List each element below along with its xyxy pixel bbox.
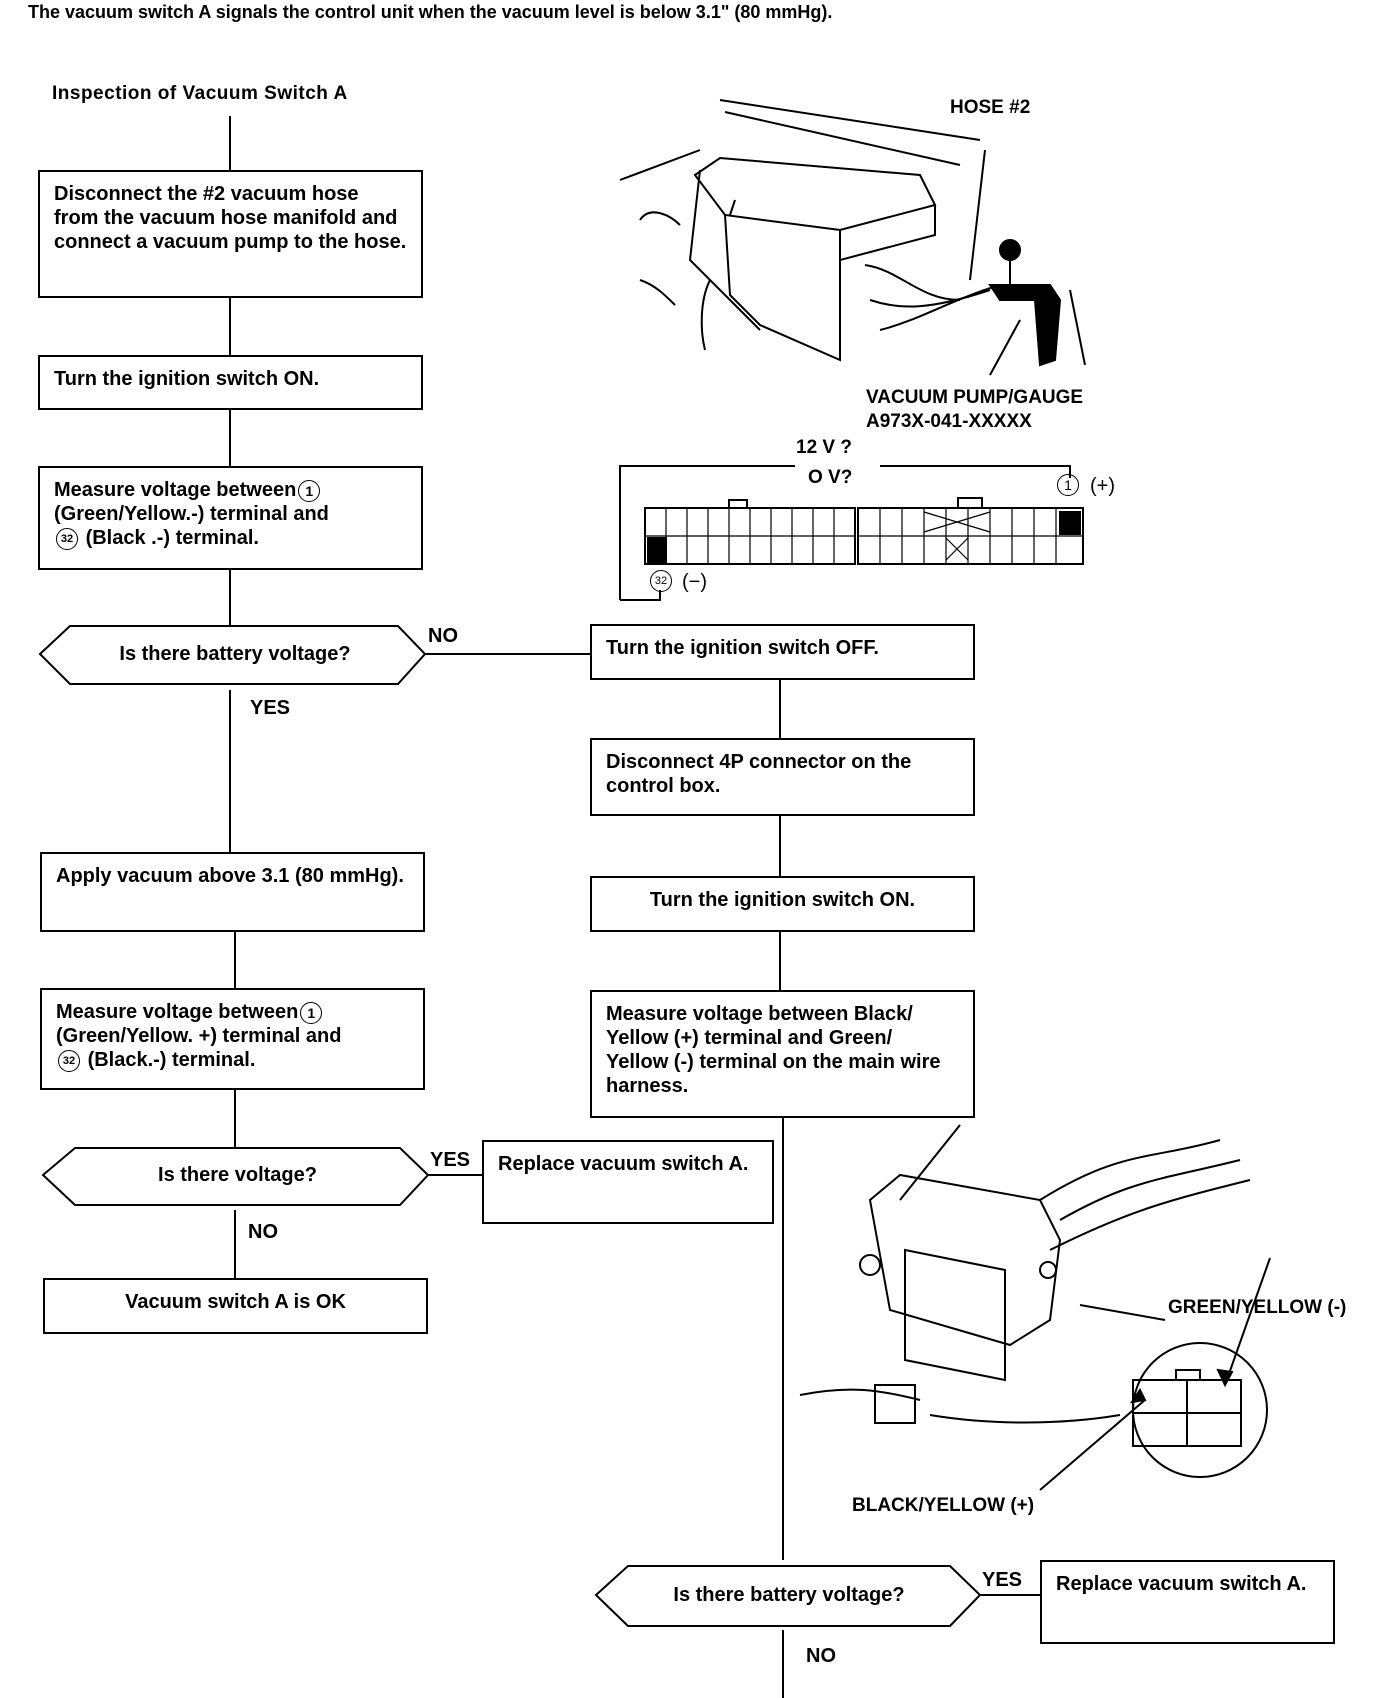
label-hose-2: HOSE #2	[950, 97, 1031, 118]
branch-no-3: NO	[806, 1645, 836, 1667]
branch-yes-2: YES	[430, 1149, 471, 1171]
terminal-1-icon-2: 1	[300, 1001, 323, 1024]
header-text: The vacuum switch A signals the control …	[28, 2, 833, 22]
step-measure2-text-a: Measure voltage between	[56, 1001, 299, 1023]
branch-yes-3: YES	[982, 1569, 1023, 1591]
step-measure-text-c: (Black .-) terminal.	[85, 527, 259, 549]
step-measure-text-a: Measure voltage between	[54, 479, 297, 501]
connector-diagram	[619, 465, 1084, 601]
result-switch-ok: Vacuum switch A is OK	[43, 1278, 428, 1334]
decision-shape-1	[38, 625, 427, 685]
label-0v: O V?	[808, 467, 853, 488]
branch-yes-1: YES	[250, 697, 291, 719]
flowchart-title: Inspection of Vacuum Switch A	[52, 83, 348, 104]
main-harness-illustration	[799, 1124, 1271, 1491]
terminal-32-icon: 32	[56, 527, 78, 550]
step-disconnect-4p: Disconnect 4P connector on the control b…	[590, 738, 975, 816]
branch-no-1: NO	[428, 625, 458, 647]
step-ignition-on-2: Turn the ignition switch ON.	[590, 876, 975, 932]
label-minus: (−)	[682, 571, 707, 593]
decision-battery-voltage-1: Is there battery voltage?	[119, 643, 351, 665]
terminal-1-marker-icon: 1	[1057, 474, 1079, 496]
step-measure2-text-b: (Green/Yellow. +) terminal and	[56, 1025, 342, 1047]
step-measure-text-b: (Green/Yellow.-) terminal and	[54, 503, 329, 525]
step-ignition-on-1: Turn the ignition switch ON.	[38, 355, 423, 410]
label-12v: 12 V ?	[796, 437, 852, 458]
label-vacuum-pump: VACUUM PUMP/GAUGE	[866, 387, 1084, 408]
decision-shape-2	[41, 1147, 430, 1206]
branch-no-2: NO	[248, 1221, 278, 1243]
step-replace-switch-1: Replace vacuum switch A.	[482, 1140, 774, 1224]
terminal-32-icon-2: 32	[58, 1049, 80, 1072]
decision-shape-3	[594, 1565, 982, 1627]
decision-voltage-2: Is there voltage?	[158, 1164, 317, 1186]
label-green-yellow: GREEN/YELLOW (-)	[1168, 1297, 1347, 1318]
step-measure-harness: Measure voltage between Black/ Yellow (+…	[590, 990, 975, 1118]
terminal-1-icon: 1	[298, 479, 321, 502]
step-ignition-off: Turn the ignition switch OFF.	[590, 624, 975, 680]
step-apply-vacuum: Apply vacuum above 3.1 (80 mmHg).	[40, 852, 425, 932]
terminal-32-marker-icon: 32	[650, 570, 672, 592]
step-replace-switch-2: Replace vacuum switch A.	[1040, 1560, 1335, 1644]
decision-battery-voltage-3: Is there battery voltage?	[673, 1584, 905, 1606]
label-black-yellow: BLACK/YELLOW (+)	[852, 1495, 1035, 1516]
control-box-illustration	[619, 99, 1086, 376]
label-plus: (+)	[1090, 475, 1115, 497]
label-pump-part-number: A973X-041-XXXXX	[866, 411, 1032, 432]
step-disconnect-hose: Disconnect the #2 vacuum hose from the v…	[38, 170, 423, 298]
step-measure2-text-c: (Black.-) terminal.	[87, 1049, 256, 1071]
